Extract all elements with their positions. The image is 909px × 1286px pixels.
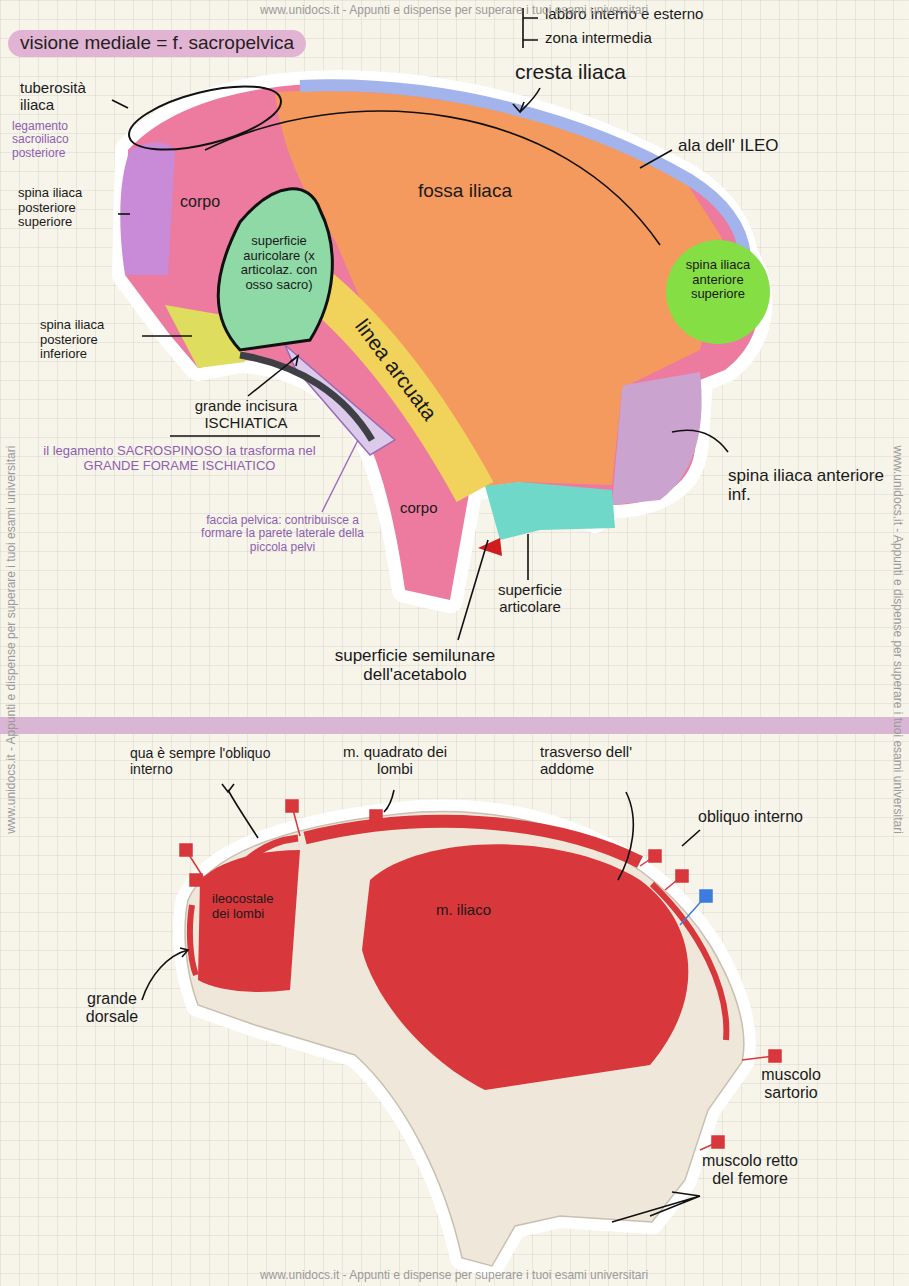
muscle-label: ileocostale dei lombi (212, 892, 292, 921)
muscle-label: qua è sempre l'obliquo interno (130, 746, 280, 777)
sticker-outline (185, 811, 744, 1266)
crest-insertion (652, 884, 726, 1040)
title-banner: visione mediale = f. sacropelvica (8, 30, 306, 57)
ilium-body (125, 83, 759, 600)
iliocostalis-area (198, 850, 300, 992)
note-label: faccia pelvica: contribuisce a formare l… (195, 514, 370, 554)
part-label: zona intermedia (545, 30, 745, 47)
crest-insertion (245, 838, 298, 862)
divider-band (0, 717, 909, 734)
iliacus-area (362, 844, 688, 1090)
latissimus-insertion (190, 905, 196, 975)
acetabulum-edge (478, 538, 502, 556)
arcuate-line-band (318, 288, 475, 492)
leader-lines (112, 8, 728, 640)
part-label: spina iliaca anteriore inf. (728, 466, 888, 504)
note-label: legamento sacroiliaco posteriore (12, 120, 112, 160)
part-label: spina iliaca posteriore superiore (18, 186, 116, 230)
anterior-inferior-spine (612, 372, 702, 505)
part-label: tuberosità iliaca (20, 80, 112, 114)
muscle-label: trasverso dell' addome (540, 744, 680, 778)
part-label: grande incisura ISCHIATICA (166, 398, 326, 432)
region-label: corpo (180, 193, 240, 211)
watermark: www.unidocs.it - Appunti e dispense per … (260, 1269, 648, 1282)
watermark: www.unidocs.it - Appunti e dispense per … (5, 446, 18, 834)
muscle-label: muscolo retto del femore (690, 1152, 810, 1188)
muscle-label: m. iliaco (436, 902, 536, 919)
part-label: spina iliaca posteriore inferiore (40, 318, 140, 362)
crest-insertion (305, 821, 640, 862)
leader-lines (142, 784, 700, 1222)
muscle-label: obliquo interno (698, 808, 868, 826)
note-label: il legamento SACROSPINOSO la trasforma n… (42, 444, 317, 473)
part-label: superficie articolare (470, 582, 590, 616)
muscle-label: muscolo sartorio (736, 1066, 846, 1102)
region-label: linea arcuata (350, 315, 441, 425)
part-label: superficie semilunare dell'acetabolo (295, 646, 535, 684)
region-label: spina iliaca anteriore superiore (668, 258, 768, 302)
region-label: superficie auricolare (x articolaz. con … (236, 234, 322, 292)
watermark: www.unidocs.it - Appunti e dispense per … (260, 4, 648, 17)
leader-line (322, 440, 358, 512)
underline (170, 435, 320, 436)
bone-photo (185, 811, 744, 1266)
part-label: ala dell' ILEO (678, 136, 878, 155)
marker-pins (180, 800, 781, 1150)
region-label: corpo (400, 500, 450, 517)
articular-surface (485, 482, 615, 540)
part-label: cresta iliaca (515, 60, 695, 84)
muscle-label: m. quadrato dei lombi (330, 744, 460, 778)
watermark: www.unidocs.it - Appunti e dispense per … (890, 446, 903, 834)
auricular-surface (218, 189, 332, 350)
posterior-superior-spine (120, 143, 175, 276)
anterior-superior-spine (666, 240, 770, 344)
sticker-outline (125, 83, 759, 600)
muscle-label: grande dorsale (64, 990, 160, 1026)
region-label: fossa iliaca (418, 180, 558, 201)
